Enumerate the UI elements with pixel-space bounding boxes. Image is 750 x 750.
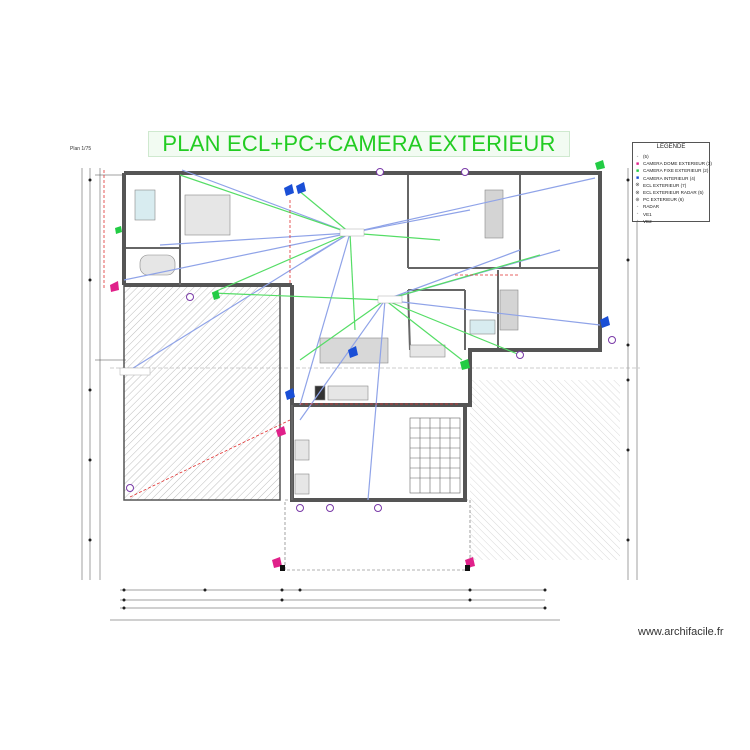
legend-item: ⊗ECL EXTERIEUR (7) <box>635 182 687 189</box>
interior-camera-icon <box>285 388 295 400</box>
radar-light-icon: ⊗ <box>635 189 640 196</box>
exterior-lights <box>126 168 616 512</box>
terrace-area <box>470 380 620 560</box>
dome-camera-icon <box>272 557 282 568</box>
legend-item: ◦RADAR <box>636 203 660 210</box>
legend-item: ■CAMERA FIXE EXTERIEUR (2) <box>635 167 709 174</box>
exterior-light-icon <box>186 293 194 301</box>
fixed-camera-icon <box>595 160 605 170</box>
interior-camera-icon <box>296 182 306 194</box>
legend-title: LEGENDE <box>656 144 686 150</box>
pc-icon: ◦ <box>636 153 639 160</box>
scale-label: Plan 1/75 <box>70 146 92 152</box>
garage-area <box>123 284 281 501</box>
legend: LEGENDE ◦(5) ■CAMERA DOME EXTERIEUR (3) … <box>632 142 712 225</box>
dome-camera-icon <box>110 281 119 292</box>
exterior-light-icon <box>461 168 469 176</box>
exterior-light-icon <box>326 504 334 512</box>
legend-item: ⊕PC EXTERIEUR (6) <box>635 196 684 203</box>
fixed-camera-icon <box>115 226 122 234</box>
staircase <box>409 417 461 494</box>
legend-item: ■CAMERA INTERIEUR (4) <box>635 175 696 182</box>
exterior-light-icon <box>376 168 384 176</box>
interior-cameras <box>284 182 610 400</box>
exterior-light-icon: ⊗ <box>635 182 640 189</box>
hub-box-2 <box>377 295 403 304</box>
exterior-light-icon <box>608 336 616 344</box>
dome-camera-icon: ■ <box>635 160 640 167</box>
dimension-lines <box>81 168 640 621</box>
interior-camera-icon <box>600 316 610 328</box>
red-dashed-lines <box>103 170 520 498</box>
legend-item: ◦(5) <box>636 153 649 160</box>
fixed-camera-icon: ■ <box>635 167 640 174</box>
fixed-camera-lines <box>179 174 541 361</box>
exterior-outlet-icon: ⊕ <box>635 196 640 203</box>
legend-list: ◦(5) ■CAMERA DOME EXTERIEUR (3) ■CAMERA … <box>635 153 712 225</box>
hubs <box>119 228 403 376</box>
walls <box>122 171 602 502</box>
hub-box-3 <box>119 367 151 376</box>
dome-camera-icon <box>276 426 286 437</box>
hub-box-1 <box>339 228 365 237</box>
watermark[interactable]: www.archifacile.fr <box>638 626 724 638</box>
interior-camera-icon <box>348 346 358 358</box>
exterior-light-icon <box>374 504 382 512</box>
ve2-icon: ◦ <box>636 218 639 225</box>
exterior-light-icon <box>296 504 304 512</box>
fixed-cameras <box>115 160 605 370</box>
legend-item: ■CAMERA DOME EXTERIEUR (3) <box>635 160 712 167</box>
radar-icon: ◦ <box>636 203 639 210</box>
interior-camera-icon: ■ <box>635 175 640 182</box>
legend-item: ◦VE1 <box>636 211 652 218</box>
dimension-ticks <box>88 178 630 610</box>
fixed-camera-icon <box>212 290 220 300</box>
plan-title-box: PLAN ECL+PC+CAMERA EXTERIEUR <box>148 131 570 157</box>
plan-title: PLAN ECL+PC+CAMERA EXTERIEUR <box>162 131 556 156</box>
exterior-light-icon <box>126 484 134 492</box>
legend-item: ◦VE2 <box>636 218 652 225</box>
exterior-light-icon <box>516 351 524 359</box>
fixed-camera-icon <box>460 359 470 370</box>
bottom-markers <box>280 565 470 571</box>
interior-camera-icon <box>284 184 294 196</box>
ve1-icon: ◦ <box>636 211 639 218</box>
legend-item: ⊗ECL EXTERIEUR RADAR (5) <box>635 189 704 196</box>
